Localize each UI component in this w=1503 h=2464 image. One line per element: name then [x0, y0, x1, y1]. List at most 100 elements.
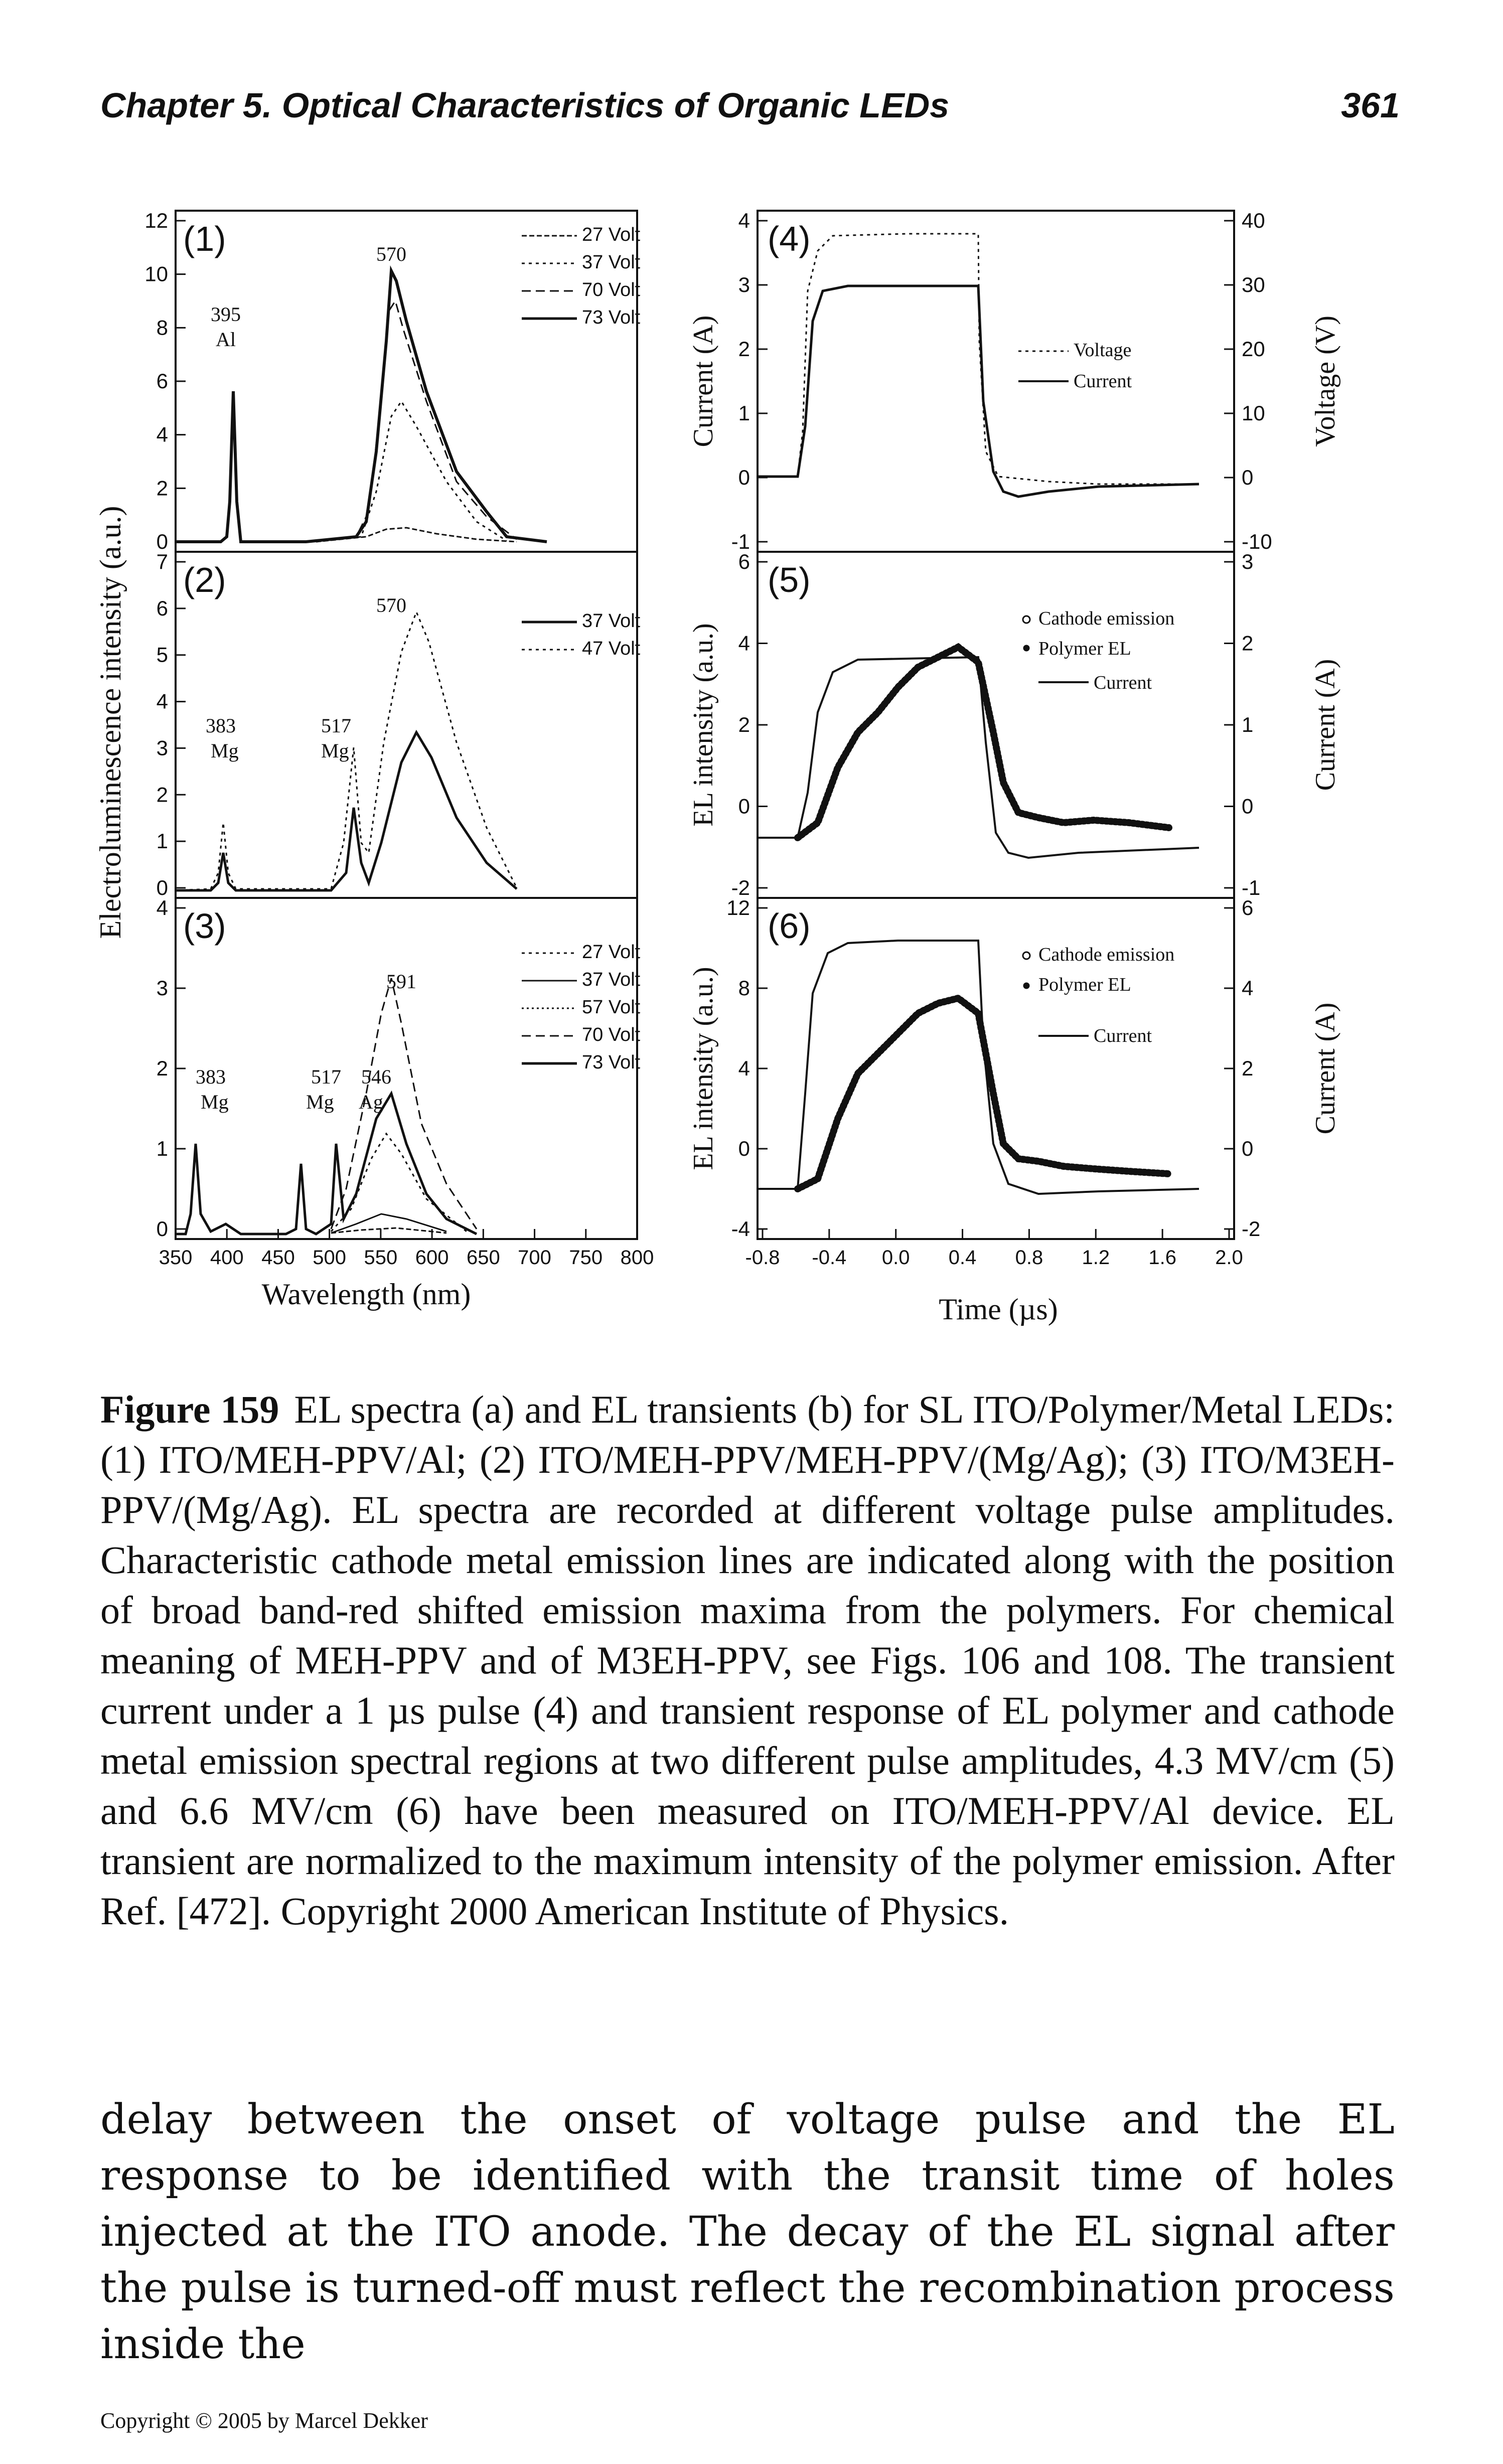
y-tick-label: 4	[157, 690, 168, 713]
legend-marker-cathode-6	[1022, 951, 1031, 960]
x-tick-label: 350	[159, 1247, 193, 1269]
legend-entry: 57 Volt	[582, 997, 641, 1018]
legend-entry: Polymer EL	[1038, 974, 1131, 995]
peak-annotation: 395	[211, 303, 241, 326]
x-tick-label: 0.0	[882, 1247, 910, 1269]
x-tick-label: 2.0	[1215, 1247, 1243, 1269]
voltage-trace	[758, 233, 1199, 485]
curve-47-volt-2	[175, 609, 518, 891]
curve-37-volt-2	[176, 729, 518, 892]
y-tick-label-right: 6	[1242, 896, 1253, 919]
legend-entry: 37 Volt	[582, 969, 641, 990]
y-axis-label-right: Current (A)	[1310, 659, 1341, 791]
left-panel-frame	[175, 210, 638, 1240]
y-tick-label-right: 4	[1242, 976, 1253, 1000]
y-tick-label: 7	[157, 550, 168, 573]
legend-marker-polymer-5	[1023, 645, 1030, 652]
legend-entry: Voltage	[1074, 340, 1131, 361]
legend-entry: Cathode emission	[1038, 608, 1174, 629]
legend-lines-1	[522, 235, 577, 320]
el-scatter-6	[794, 994, 1172, 1192]
y-tick-label-right: -2	[1242, 1217, 1260, 1241]
peak-annotation: Al	[216, 328, 236, 351]
peak-annotation: Mg	[321, 739, 349, 762]
y-axis-label-left: Current (A)	[688, 316, 719, 447]
peak-annotation: 383	[206, 714, 236, 737]
y-tick-label-left: -1	[731, 530, 750, 553]
y-tick-label-left: 2	[738, 337, 750, 361]
y-axis-label-left: EL intensity (a.u.)	[688, 967, 719, 1170]
y-tick-label-right: 40	[1242, 209, 1265, 232]
x-tick-label: 650	[467, 1247, 500, 1269]
y-tick-label-left: -4	[731, 1217, 750, 1241]
y-tick-label-left: 4	[738, 209, 750, 232]
y-tick-label: 6	[157, 369, 168, 393]
subplot-label: (6)	[768, 906, 811, 946]
x-tick-label: 800	[621, 1247, 654, 1269]
subplot-label: (1)	[183, 219, 226, 258]
y-tick-label-right: 30	[1242, 273, 1265, 296]
y-axis-label-right: Current (A)	[1310, 1003, 1341, 1135]
transient-curves-6	[758, 940, 1199, 1195]
legend-entry: 47 Volt	[582, 638, 641, 659]
y-tick-label: 0	[157, 876, 168, 899]
peak-annotation: 570	[376, 594, 406, 617]
legend-lines-3	[522, 952, 577, 1065]
legend-entry: 27 Volt	[582, 224, 641, 245]
y-tick-label-right: 0	[1242, 795, 1253, 818]
left-ticks	[175, 220, 638, 1239]
chapter-title: Chapter 5. Optical Characteristics of Or…	[100, 86, 950, 125]
x-tick-label: 400	[210, 1247, 244, 1269]
y-tick-label: 3	[157, 736, 168, 759]
transient-curves-4	[758, 233, 1199, 498]
legend-entry: 73 Volt	[582, 1052, 641, 1073]
x-tick-label: 700	[518, 1247, 551, 1269]
x-tick-label: 1.6	[1148, 1247, 1176, 1269]
x-tick-label: 550	[364, 1247, 398, 1269]
y-tick-label-left: 0	[738, 795, 750, 818]
y-tick-label-right: 0	[1242, 1137, 1253, 1160]
y-tick-label-right: -1	[1242, 876, 1260, 899]
y-tick-label-right: 2	[1242, 632, 1253, 655]
right-panel-frame	[757, 210, 1235, 1240]
y-tick-label: 0	[157, 1217, 168, 1241]
curve-27-volt-3	[331, 1227, 447, 1234]
y-tick-label: 10	[144, 262, 168, 286]
y-tick-label-right: 10	[1242, 401, 1265, 425]
y-tick-label-right: 2	[1242, 1056, 1253, 1080]
x-axis-label: Wavelength (nm)	[262, 1278, 471, 1311]
x-tick-label: -0.8	[745, 1247, 780, 1269]
y-axis-label-left: EL intensity (a.u.)	[688, 623, 719, 826]
footer-copyright: Copyright © 2005 by Marcel Dekker	[100, 2408, 428, 2433]
y-tick-label-left: 8	[738, 976, 750, 1000]
peak-annotation: 546	[361, 1065, 391, 1088]
peak-annotation: Mg	[201, 1091, 229, 1113]
peak-annotation: 591	[386, 970, 416, 993]
x-tick-label: 500	[313, 1247, 346, 1269]
legend-entry: Polymer EL	[1038, 638, 1131, 659]
legend-entry: 70 Volt	[582, 279, 641, 300]
x-tick-label: -0.4	[812, 1247, 846, 1269]
legend-marker-polymer-6	[1023, 982, 1030, 989]
legend-entry: Cathode emission	[1038, 944, 1174, 965]
y-tick-label: 6	[157, 596, 168, 620]
current-trace-6	[758, 940, 1199, 1195]
legend-entry: 37 Volt	[582, 610, 641, 632]
y-tick-label: 2	[157, 476, 168, 500]
legend-entry: Current	[1094, 672, 1152, 693]
y-tick-label-left: 3	[738, 273, 750, 296]
y-tick-label-left: 0	[738, 466, 750, 489]
curve-57-volt-3	[330, 1132, 467, 1233]
y-tick-label-right: 0	[1242, 466, 1253, 489]
x-tick-label: 1.2	[1082, 1247, 1110, 1269]
page-number: 361	[1341, 86, 1400, 125]
y-axis-label-right: Voltage (V)	[1310, 316, 1341, 447]
legend-entry: 37 Volt	[582, 252, 641, 273]
spectrum-curves-2	[175, 609, 518, 892]
y-tick-label-right: 20	[1242, 337, 1265, 361]
